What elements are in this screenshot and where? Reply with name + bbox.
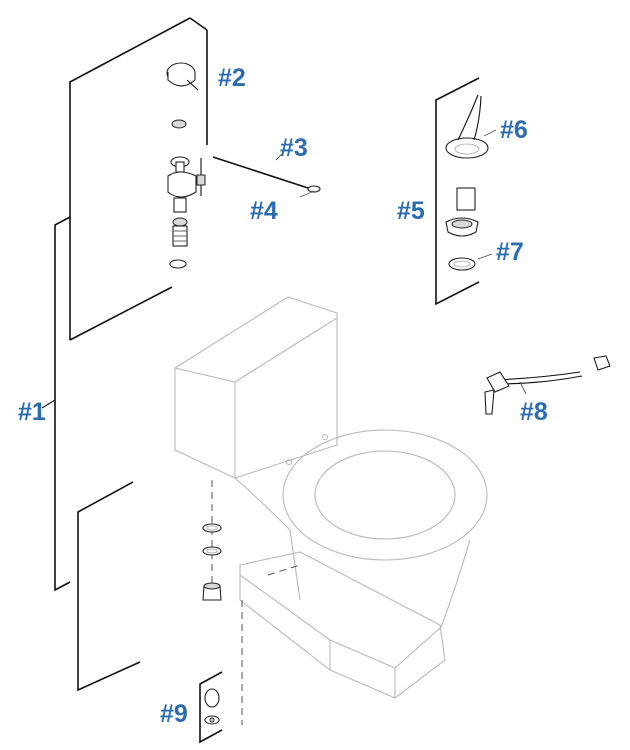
part-6-flapper	[445, 94, 497, 159]
toilet-body	[174, 296, 488, 699]
bracket-part-5	[435, 77, 480, 306]
callout-part-2: #2	[218, 64, 246, 92]
fill-valve-assembly	[167, 156, 206, 269]
part-2-components	[166, 62, 199, 129]
callout-part-5: #5	[397, 197, 425, 225]
callout-part-7: #7	[496, 238, 524, 266]
callout-part-1: #1	[18, 398, 46, 426]
tank-to-bowl-parts	[202, 480, 301, 725]
callout-part-6: #6	[500, 116, 528, 144]
part-3-and-4-components	[212, 153, 321, 198]
callout-part-9: #9	[160, 700, 188, 728]
part-9-bolt-caps	[199, 671, 223, 744]
bracket-part-1	[41, 216, 71, 592]
part-8-trip-lever	[484, 355, 611, 415]
callout-part-4: #4	[250, 197, 278, 225]
bracket-upper-kit	[69, 17, 208, 341]
callout-part-3: #3	[280, 134, 308, 162]
flush-valve-and-gasket	[445, 187, 493, 271]
bracket-lower-kit	[77, 481, 141, 692]
callout-part-8: #8	[520, 398, 548, 426]
